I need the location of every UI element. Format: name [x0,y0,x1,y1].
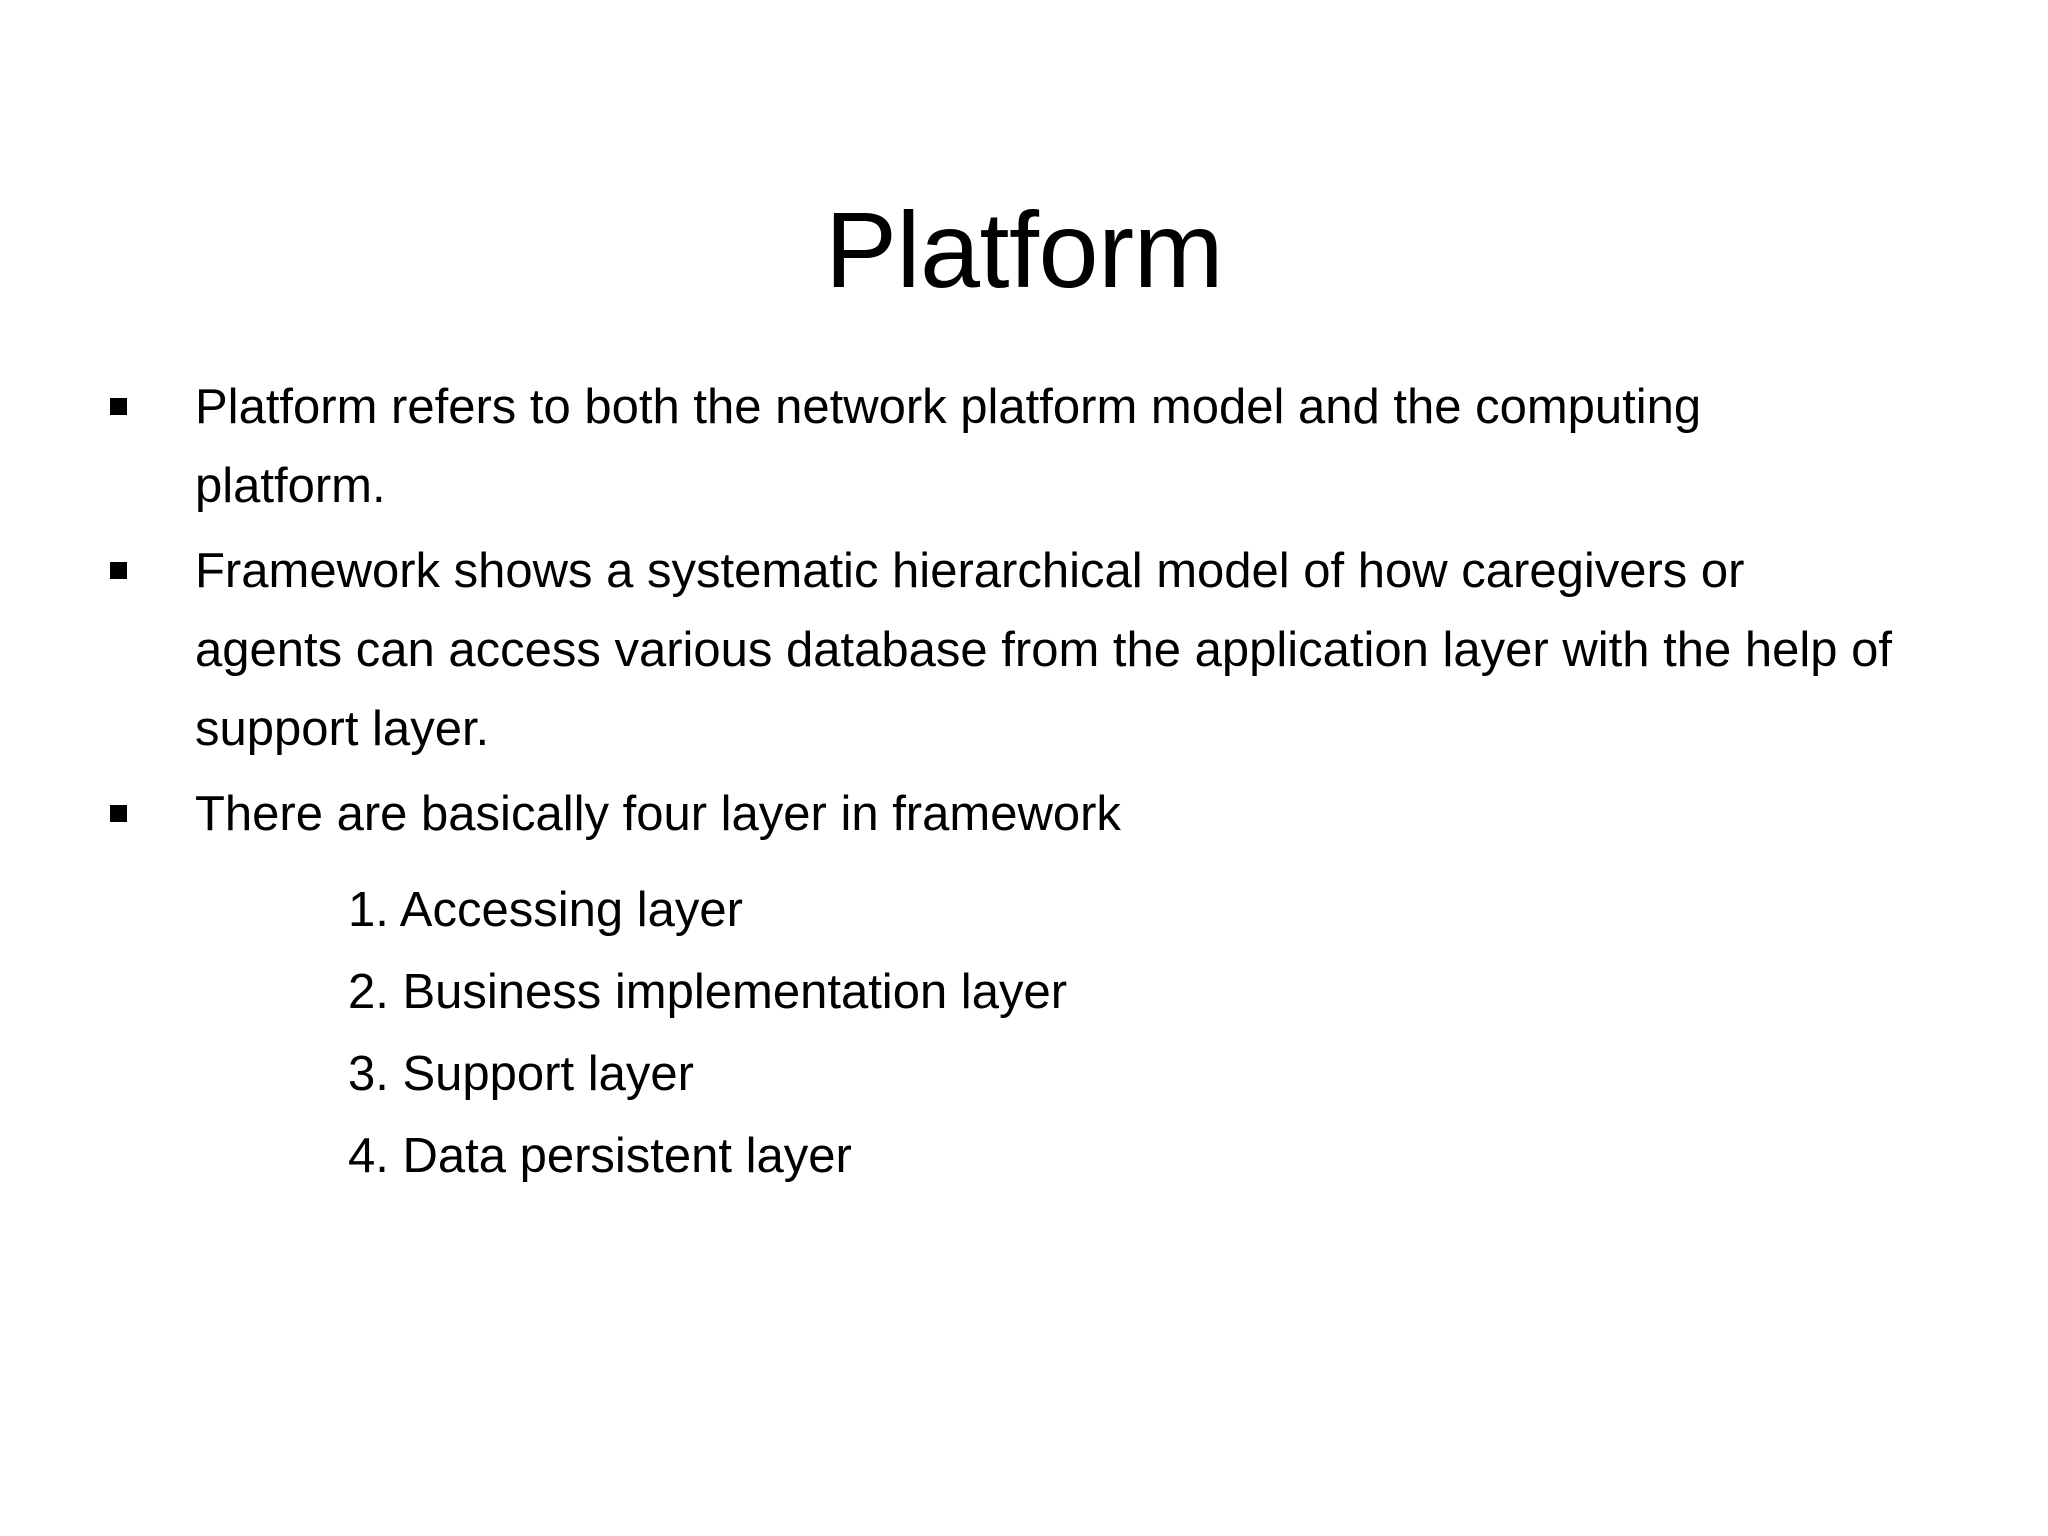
sub-list-item: 2. Business implementation layer [348,965,1068,1019]
bullet-item-text: Platform refers to both the network plat… [195,380,1702,513]
square-bullet-icon [110,805,127,822]
bullet-item-text: There are basically four layer in framew… [195,787,1121,841]
square-bullet-icon [110,398,127,415]
bullet-item-text: Framework shows a systematic hierarchica… [195,544,1892,756]
slide-body-content: Platform refers to both the network plat… [110,368,1900,1198]
square-bullet-icon [110,562,127,579]
sub-list-item: 4. Data persistent layer [348,1129,852,1183]
page-title: Platform [824,189,1224,311]
sub-list-item: 1. Accessing layer [348,883,743,937]
numbered-sub-list: 1. Accessing layer 2. Business implement… [110,870,1900,1196]
sub-list-item: 3. Support layer [348,1047,694,1101]
bullet-list-item: There are basically four layer in framew… [110,775,1900,854]
bullet-list-item: Framework shows a systematic hierarchica… [110,532,1900,769]
bullet-list-item: Platform refers to both the network plat… [110,368,1900,526]
